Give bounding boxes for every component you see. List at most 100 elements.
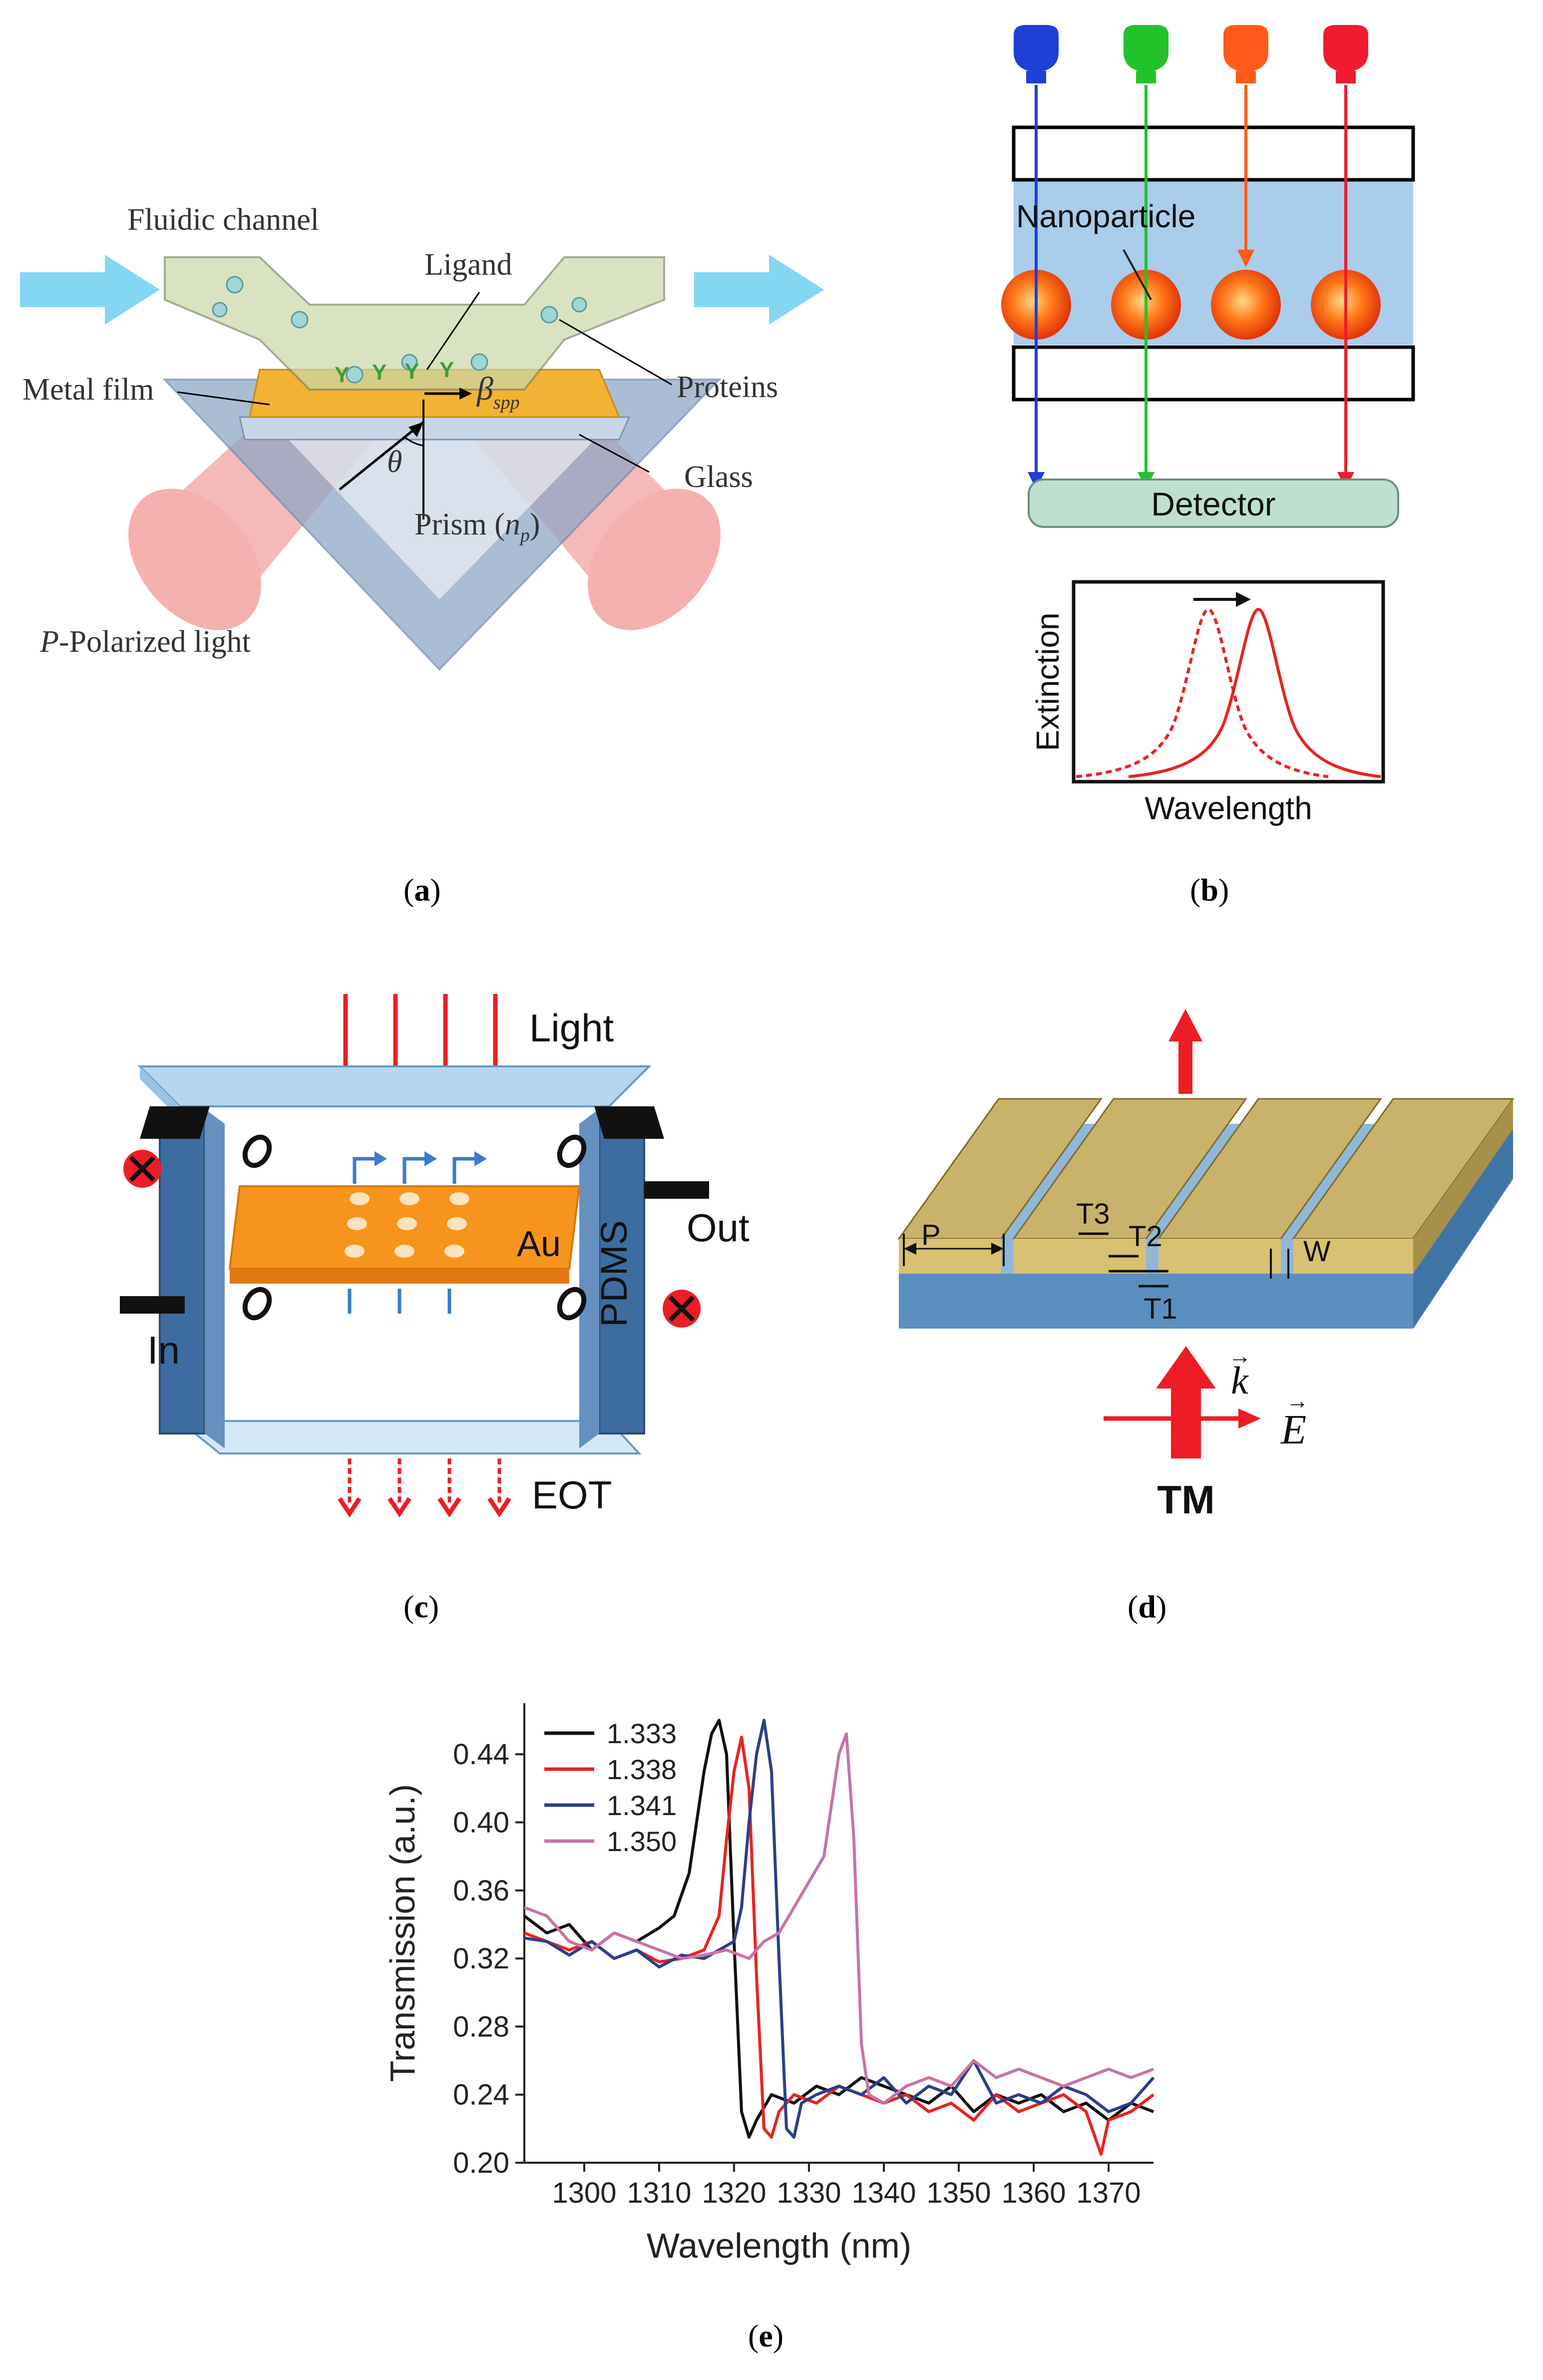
detector	[1028, 478, 1399, 528]
orange-beam-head	[1237, 250, 1254, 267]
incident-arrow-head	[1156, 1346, 1216, 1389]
out-port	[644, 1181, 709, 1199]
x-tick-label: 1340	[851, 2177, 916, 2209]
top-glass-wall	[1012, 125, 1415, 182]
fluidic-channel-label: Fluidic channel	[127, 203, 319, 237]
y-tick-label: 0.32	[453, 1942, 509, 1975]
protein-particles	[212, 276, 587, 384]
extinction-label: Extinction	[1030, 612, 1066, 751]
blue-source	[1014, 25, 1059, 83]
closed-valve-left-x	[123, 1150, 161, 1188]
extinction-curve-initial	[1076, 607, 1329, 778]
incident-ray-head	[408, 422, 423, 437]
x-tick-label: 1370	[1076, 2177, 1141, 2209]
detector-label: Detector	[1151, 485, 1275, 522]
panel-c-diagram: Light Au Out In P	[120, 994, 750, 1518]
y-tick-label: 0.36	[453, 1875, 509, 1907]
wavelength-label: Wavelength	[1145, 790, 1312, 826]
light-sources	[1014, 25, 1368, 83]
red-source	[1323, 25, 1368, 83]
incident-ray	[339, 421, 424, 490]
fluidic-channel	[164, 256, 665, 391]
caption-b: (b)	[1190, 872, 1229, 908]
caption-e: (e)	[748, 2318, 784, 2354]
period-marker-right-head	[991, 1243, 1004, 1255]
top-glass-slab-front	[140, 1066, 180, 1119]
pdms-label: PDMS	[593, 1220, 635, 1327]
substrate-side	[1413, 1124, 1513, 1329]
eot-label: EOT	[532, 1473, 612, 1517]
extinction-plot-frame	[1072, 580, 1385, 784]
right-top-block	[594, 1106, 664, 1139]
e-label: E	[1280, 1407, 1306, 1453]
legend-label-1.338: 1.338	[607, 1754, 677, 1785]
t1-label: T1	[1144, 1293, 1177, 1325]
legend-label-1.341: 1.341	[607, 1790, 677, 1821]
x-tick-label: 1300	[552, 2177, 616, 2209]
beta-spp-label: βspp	[476, 371, 520, 413]
polarized-light-label: P-Polarized light	[39, 625, 251, 659]
y-tick-label: 0.20	[453, 2147, 509, 2179]
svg-text:Y: Y	[404, 359, 419, 384]
k-vector-arrow: →	[1228, 1343, 1251, 1369]
au-plate-edge	[230, 1269, 569, 1284]
left-pillar	[159, 1108, 206, 1434]
orange-source	[1223, 25, 1268, 83]
closed-valve-right-x	[663, 1290, 701, 1328]
e-vector-arrow: →	[1286, 1388, 1309, 1414]
reflected-beam-end	[588, 488, 721, 630]
legend-label-1.333: 1.333	[607, 1718, 677, 1749]
x-axis-title: Wavelength (nm)	[647, 2226, 911, 2265]
nanoparticle-label: Nanoparticle	[1016, 198, 1195, 234]
glass-slide	[239, 416, 631, 441]
x-tick-label: 1350	[926, 2177, 991, 2209]
bottom-glass-wall	[1012, 345, 1415, 402]
series-line-1.341	[524, 1719, 1155, 2139]
y-tick-label: 0.40	[453, 1807, 509, 1839]
nanoparticle-leader	[1123, 249, 1152, 300]
k-label: k	[1231, 1359, 1249, 1402]
x-tick-label: 1320	[702, 2177, 766, 2209]
flow-arrows	[348, 1157, 477, 1314]
angle-arc	[404, 436, 424, 447]
svg-text:Y: Y	[372, 360, 386, 385]
top-glass-slab	[137, 1065, 652, 1107]
metal-film-label: Metal film	[22, 373, 154, 407]
glass-leader	[579, 434, 650, 473]
x-tick-label: 1360	[1001, 2177, 1066, 2209]
glass-label: Glass	[684, 460, 753, 494]
caption-a: (a)	[403, 872, 441, 908]
caption-d: (d)	[1128, 1589, 1167, 1624]
proteins-leader	[559, 319, 672, 386]
y-tick-label: 0.24	[453, 2079, 509, 2111]
ligand-leader	[426, 292, 480, 370]
caption-c: (c)	[403, 1589, 439, 1624]
period-marker-left-head	[904, 1243, 916, 1255]
eot-arrows	[348, 1458, 501, 1503]
outflow-arrow	[694, 255, 824, 325]
panel-d-diagram: P T3 T2 T1 W → k → E TM	[897, 1009, 1515, 1522]
legend-label-1.350: 1.350	[607, 1826, 677, 1857]
series-line-1.350	[523, 1732, 1155, 2105]
t2-label: T2	[1129, 1220, 1162, 1253]
prism-label: Prism (np)	[414, 507, 540, 546]
tm-label: TM	[1157, 1477, 1215, 1522]
shift-arrow-head	[1236, 592, 1251, 607]
w-label: W	[1303, 1235, 1331, 1268]
t3-label: T3	[1076, 1198, 1110, 1230]
svg-text:Y: Y	[335, 363, 349, 387]
proteins-label: Proteins	[677, 370, 778, 404]
au-holes	[345, 1192, 469, 1258]
spp-arrow-head	[459, 388, 472, 400]
inflow-arrow	[20, 255, 160, 325]
y-axis-title: Transmission (a.u.)	[383, 1784, 422, 2082]
transmitted-arrow-head	[1168, 1009, 1202, 1041]
y-tick-label: 0.28	[453, 2010, 509, 2043]
ligand-label: Ligand	[424, 248, 512, 282]
transmitted-arrow-shaft	[1178, 1039, 1192, 1094]
in-port	[120, 1296, 185, 1314]
au-label: Au	[517, 1224, 561, 1264]
x-tick-label: 1310	[627, 2177, 691, 2209]
